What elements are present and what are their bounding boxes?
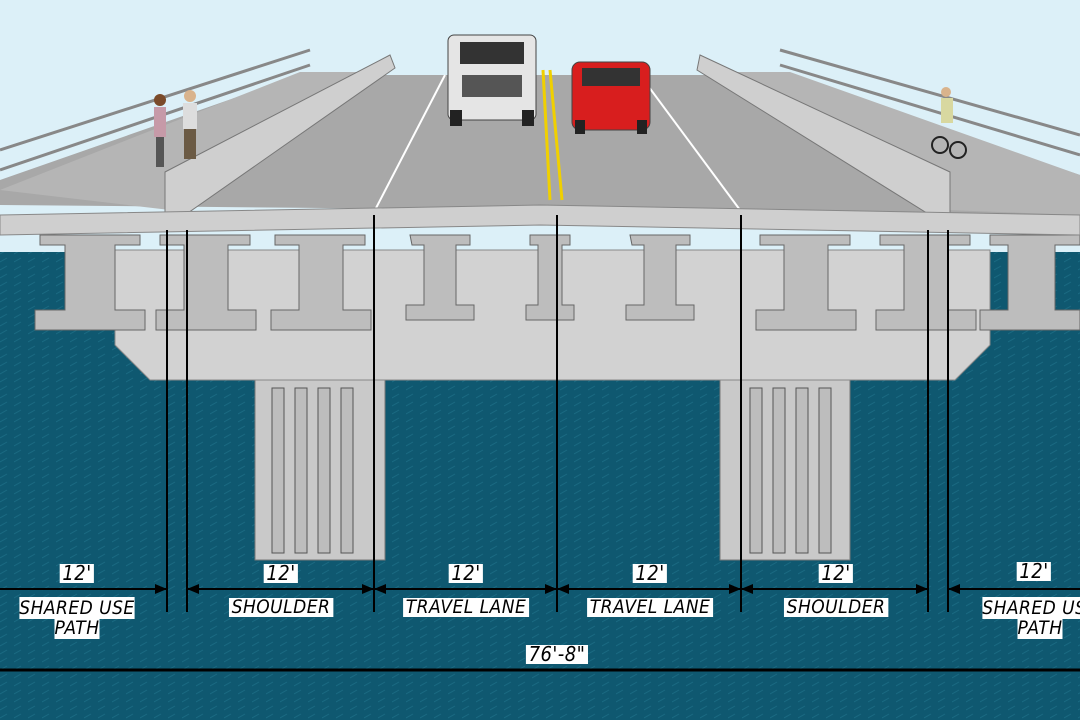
right-railing xyxy=(779,48,1080,137)
segment-width-label: 12' xyxy=(263,563,299,583)
segment-label-shared-use-path-left: SHARED USE PATH xyxy=(11,597,142,639)
segment-label-shoulder-left: SHOULDER xyxy=(228,598,334,617)
cyclist xyxy=(931,87,967,159)
red-car xyxy=(571,61,651,134)
deck-edge xyxy=(0,204,1080,236)
girders xyxy=(34,234,1080,331)
pickup-truck xyxy=(447,34,537,126)
segment-width-label: 12' xyxy=(818,563,854,583)
dimension-arrows xyxy=(155,584,960,594)
pedestrians xyxy=(154,90,197,167)
center-stripe xyxy=(541,69,552,201)
segment-width-label: 12' xyxy=(59,563,95,583)
segment-width-label: 12' xyxy=(632,563,668,583)
segment-width-label: 12' xyxy=(1016,561,1052,581)
segment-label-text: SHARED USE PATH xyxy=(19,597,135,639)
segment-label-travel-lane-right: TRAVEL LANE xyxy=(587,598,713,617)
segment-label-text: SHARED USE PATH xyxy=(982,597,1080,639)
dimension-lines xyxy=(0,215,1080,672)
left-barrier xyxy=(164,54,396,216)
segment-label-travel-lane-left: TRAVEL LANE xyxy=(403,598,529,617)
segment-label-shared-use-path-right: SHARED USE PATH xyxy=(974,597,1080,639)
total-width-label: 76'-8" xyxy=(525,644,589,664)
segment-label-shoulder-right: SHOULDER xyxy=(783,598,889,617)
segment-width-label: 12' xyxy=(448,563,484,583)
